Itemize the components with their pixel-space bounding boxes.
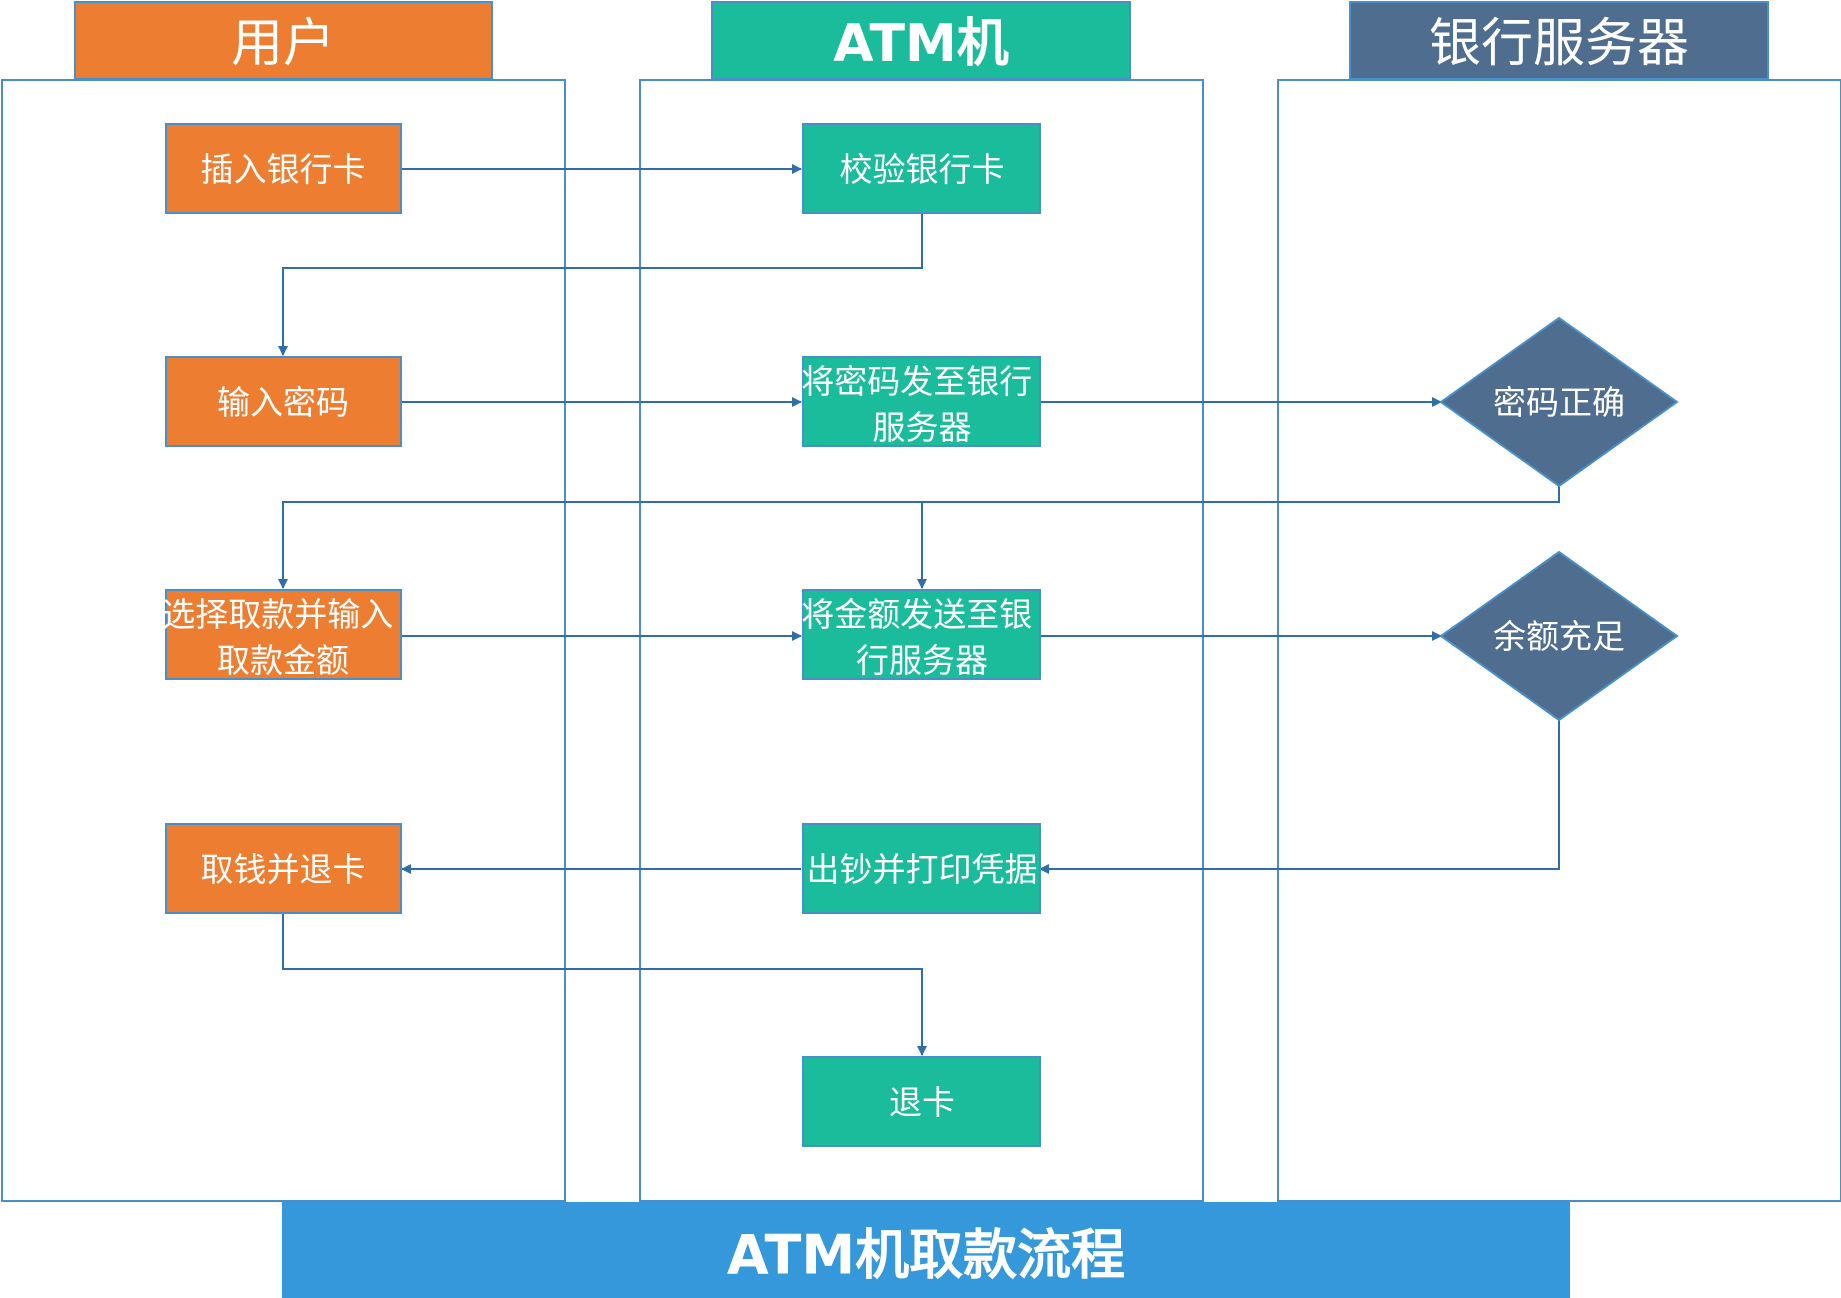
step-enter-password-label: 输入密码 — [217, 383, 349, 422]
footer-title: ATM机取款流程 — [727, 1224, 1125, 1287]
decision-password-ok: 密码正确 — [1439, 316, 1679, 488]
svg-text:选择取款并输入 取款金额: 选择取款并输入 取款金额 — [162, 595, 404, 680]
decision-balance-ok-label: 余额充足 — [1493, 617, 1625, 656]
svg-text:退卡: 退卡 — [889, 1083, 955, 1122]
lane-atm-header: ATM机 — [711, 1, 1131, 80]
step-verify-card: 校验银行卡 — [802, 123, 1041, 214]
step-insert-card-label: 插入银行卡 — [201, 150, 366, 189]
svg-text:插入银行卡: 插入银行卡 — [201, 150, 366, 189]
svg-text:校验银行卡: 校验银行卡 — [840, 150, 1005, 189]
step-send-amount: 将金额发送至银 行服务器 — [801, 589, 1043, 680]
lane-server-header: 银行服务器 — [1349, 1, 1769, 80]
svg-text:取钱并退卡: 取钱并退卡 — [201, 850, 366, 889]
step-select-amount: 选择取款并输入 取款金额 — [162, 589, 404, 680]
step-insert-card: 插入银行卡 — [165, 123, 402, 214]
decision-password-ok-label: 密码正确 — [1493, 383, 1625, 422]
step-send-amount-label-line1: 将金额发送至银 — [801, 595, 1032, 634]
step-send-password: 将密码发至银行 服务器 — [801, 356, 1043, 447]
step-dispense-label: 出钞并打印凭据 — [807, 850, 1038, 889]
step-dispense: 出钞并打印凭据 — [802, 823, 1041, 914]
step-select-amount-label-line2: 取款金额 — [217, 641, 349, 680]
step-eject-card-label: 退卡 — [889, 1083, 955, 1122]
lane-user-header: 用户 — [74, 1, 493, 80]
step-verify-card-label: 校验银行卡 — [840, 150, 1005, 189]
arrow-verify-to-password — [278, 214, 923, 356]
step-select-amount-label-line1: 选择取款并输入 — [162, 595, 393, 634]
step-take-cash-label: 取钱并退卡 — [201, 850, 366, 889]
svg-text:将金额发送至银 行服务器: 将金额发送至银 行服务器 — [801, 595, 1043, 680]
connectors — [278, 164, 1560, 1056]
arrow-take-cash-to-eject — [282, 913, 927, 1056]
step-eject-card: 退卡 — [802, 1056, 1041, 1147]
svg-text:将密码发至银行 服务器: 将密码发至银行 服务器 — [801, 362, 1043, 447]
step-send-password-label-line2: 服务器 — [873, 408, 972, 447]
svg-text:出钞并打印凭据: 出钞并打印凭据 — [807, 850, 1038, 889]
footer-banner: ATM机取款流程 — [282, 1202, 1570, 1298]
svg-text:输入密码: 输入密码 — [217, 383, 349, 422]
step-take-cash: 取钱并退卡 — [165, 823, 402, 914]
step-send-password-label-line1: 将密码发至银行 — [801, 362, 1032, 401]
lane-user-title: 用户 — [231, 14, 335, 74]
step-enter-password: 输入密码 — [165, 356, 402, 447]
arrow-balance-check-to-dispense — [1039, 719, 1560, 874]
svg-text:密码正确: 密码正确 — [1493, 383, 1625, 422]
decision-balance-ok: 余额充足 — [1439, 550, 1679, 722]
svg-text:余额充足: 余额充足 — [1493, 617, 1625, 656]
step-send-amount-label-line2: 行服务器 — [856, 641, 988, 680]
lane-server-title: 银行服务器 — [1429, 14, 1689, 74]
lane-atm-title: ATM机 — [833, 14, 1008, 74]
